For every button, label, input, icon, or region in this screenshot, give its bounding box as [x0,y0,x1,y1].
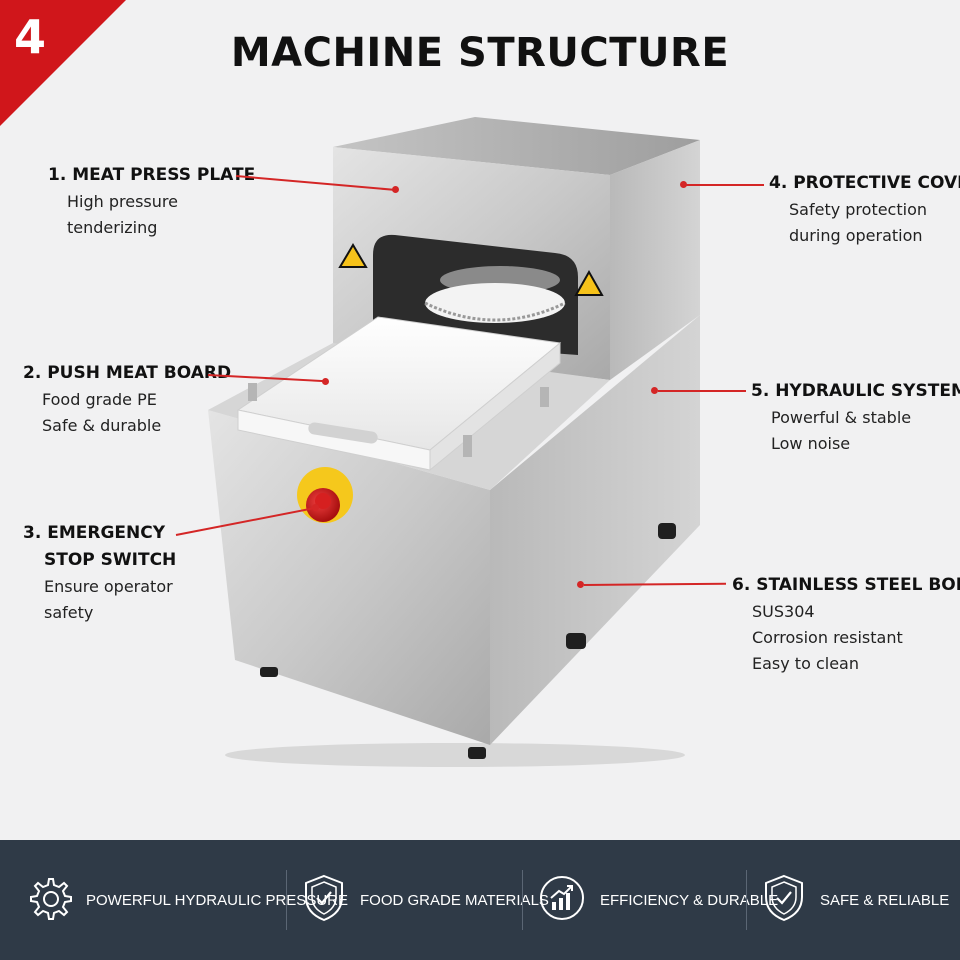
feature-label: SAFE & RELIABLE [820,891,950,909]
feature-food-grade: FOOD GRADE MATERIALS [302,840,549,960]
leader-line [658,390,746,392]
feature-divider [746,870,747,930]
callout-line: SUS304 [752,602,815,621]
leader-dot [651,387,658,394]
leader-dot [680,181,687,188]
callout-line: Corrosion resistant [752,628,903,647]
callout-line: Food grade PE [42,390,157,409]
callout-hydraulic-system: 5. HYDRAULIC SYSTEM Powerful & stable Lo… [751,378,960,457]
shield-check-icon [302,873,346,928]
feature-hydraulic-pressure: POWERFUL HYDRAULIC PRESSURE [26,840,348,960]
feature-bar: POWERFUL HYDRAULIC PRESSURE FOOD GRADE M… [0,840,960,960]
callout-protective-cover: 4. PROTECTIVE COVER Safety protection du… [769,170,960,249]
callout-line: Low noise [771,434,851,453]
callout-line: Powerful & stable [771,408,912,427]
feature-safe-reliable: SAFE & RELIABLE [762,840,949,960]
callout-line: tenderizing [67,218,158,237]
callout-heading: 1. MEAT PRESS PLATE [48,165,256,185]
badge-number: 4 [14,10,47,64]
callout-line: Safe & durable [42,416,162,435]
gear-icon [26,875,72,926]
callout-heading: 4. PROTECTIVE COVER [769,173,960,193]
feature-label: EFFICIENCY & DURABLE [600,891,779,909]
callout-heading: STOP SWITCH [44,550,177,570]
shield-check-icon [762,873,806,928]
feature-efficiency: EFFICIENCY & DURABLE [538,840,778,960]
callout-line: safety [44,603,94,622]
leader-dot [312,504,319,511]
callout-heading: 2. PUSH MEAT BOARD [23,363,232,383]
callout-line: Easy to clean [752,654,859,673]
callout-heading: 6. STAINLESS STEEL BODY [732,575,960,595]
callout-heading: 5. HYDRAULIC SYSTEM [751,381,960,401]
callout-stainless-steel-body: 6. STAINLESS STEEL BODY SUS304 Corrosion… [732,572,960,677]
section-number-badge: 4 [0,0,126,126]
feature-divider [286,870,287,930]
callout-line: Ensure operator [44,577,173,596]
machine-illustration [190,105,720,775]
callout-line: during operation [789,226,923,245]
callout-emergency-stop-switch: 3. EMERGENCY STOP SWITCH Ensure operator… [23,520,176,626]
leader-line [686,184,764,186]
leader-dot [577,581,584,588]
feature-divider [522,870,523,930]
callout-heading: 3. EMERGENCY [23,523,166,543]
leader-dot [322,378,329,385]
page-title: MACHINE STRUCTURE [230,30,730,76]
callout-meat-press-plate: 1. MEAT PRESS PLATE High pressure tender… [48,162,255,241]
callout-line: Safety protection [789,200,927,219]
callout-line: High pressure [67,192,178,211]
feature-label: FOOD GRADE MATERIALS [360,891,549,909]
chart-growth-icon [538,874,586,927]
leader-dot [392,186,399,193]
badge-triangle [0,0,126,126]
callout-push-meat-board: 2. PUSH MEAT BOARD Food grade PE Safe & … [23,360,231,439]
feature-label: POWERFUL HYDRAULIC PRESSURE [86,891,348,909]
